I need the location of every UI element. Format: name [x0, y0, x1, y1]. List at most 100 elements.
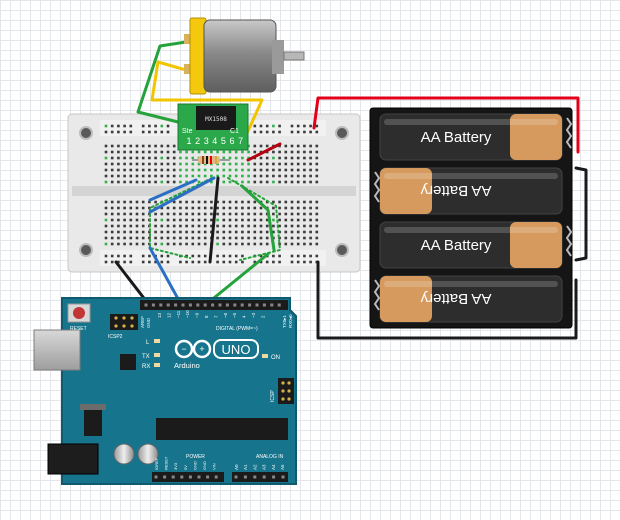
wire-green-arduino-2[interactable]	[240, 184, 276, 252]
breadboard-hole[interactable]	[123, 174, 126, 178]
breadboard-hole[interactable]	[172, 162, 176, 166]
breadboard-hole[interactable]	[253, 212, 257, 216]
breadboard-hole[interactable]	[166, 236, 170, 240]
breadboard-hole[interactable]	[228, 254, 232, 258]
breadboard-hole[interactable]	[272, 168, 275, 172]
breadboard-hole[interactable]	[104, 242, 108, 246]
breadboard-hole[interactable]	[203, 200, 207, 204]
breadboard-hole[interactable]	[315, 200, 319, 204]
breadboard-hole[interactable]	[110, 150, 114, 154]
breadboard-hole[interactable]	[160, 180, 164, 184]
breadboard-hole[interactable]	[309, 236, 312, 240]
breadboard-hole[interactable]	[296, 174, 300, 178]
wire-blue-arduino[interactable]	[148, 246, 184, 308]
breadboard-hole[interactable]	[309, 162, 312, 166]
breadboard-hole[interactable]	[259, 162, 263, 166]
usb-connector[interactable]	[33, 329, 81, 371]
breadboard-hole[interactable]	[185, 150, 188, 154]
breadboard-hole[interactable]	[197, 254, 201, 258]
breadboard-hole[interactable]	[290, 150, 294, 154]
breadboard-hole[interactable]	[160, 168, 164, 172]
breadboard-hole[interactable]	[228, 174, 232, 178]
breadboard-hole[interactable]	[172, 206, 176, 210]
header-pin[interactable]	[203, 303, 207, 307]
breadboard-hole[interactable]	[203, 168, 207, 172]
breadboard-hole[interactable]	[247, 162, 250, 166]
breadboard-hole[interactable]	[110, 130, 114, 134]
breadboard-hole[interactable]	[309, 180, 312, 184]
breadboard-hole[interactable]	[278, 206, 281, 210]
breadboard-hole[interactable]	[185, 174, 188, 178]
breadboard-hole[interactable]	[148, 144, 151, 148]
breadboard-hole[interactable]	[185, 168, 188, 172]
breadboard-hole[interactable]	[148, 206, 151, 210]
breadboard-hole[interactable]	[110, 156, 114, 160]
breadboard-hole[interactable]	[315, 218, 319, 222]
breadboard-hole[interactable]	[278, 230, 281, 234]
breadboard-hole[interactable]	[129, 156, 133, 160]
breadboard-hole[interactable]	[228, 260, 232, 264]
breadboard-hole[interactable]	[135, 212, 139, 216]
breadboard-hole[interactable]	[278, 180, 281, 184]
breadboard-hole[interactable]	[234, 200, 238, 204]
breadboard-hole[interactable]	[234, 168, 238, 172]
breadboard-hole[interactable]	[234, 150, 238, 154]
breadboard-hole[interactable]	[272, 260, 275, 264]
breadboard-hole[interactable]	[210, 150, 213, 154]
breadboard-hole[interactable]	[191, 218, 195, 222]
breadboard-hole[interactable]	[166, 124, 170, 128]
breadboard-hole[interactable]	[296, 144, 300, 148]
breadboard-hole[interactable]	[123, 156, 126, 160]
breadboard-hole[interactable]	[278, 200, 281, 204]
breadboard-hole[interactable]	[160, 162, 164, 166]
breadboard-hole[interactable]	[166, 174, 170, 178]
breadboard-hole[interactable]	[315, 168, 319, 172]
breadboard-hole[interactable]	[284, 206, 288, 210]
breadboard-hole[interactable]	[216, 242, 219, 246]
breadboard-hole[interactable]	[148, 124, 151, 128]
breadboard-hole[interactable]	[160, 254, 164, 258]
breadboard-hole[interactable]	[185, 180, 188, 184]
breadboard-hole[interactable]	[117, 174, 120, 178]
breadboard-hole[interactable]	[185, 200, 188, 204]
breadboard-hole[interactable]	[265, 156, 269, 160]
breadboard-hole[interactable]	[247, 174, 250, 178]
breadboard-hole[interactable]	[241, 206, 244, 210]
breadboard-hole[interactable]	[203, 218, 207, 222]
breadboard-hole[interactable]	[104, 218, 108, 222]
breadboard-hole[interactable]	[278, 144, 281, 148]
header-pin[interactable]	[174, 303, 178, 307]
breadboard-hole[interactable]	[123, 206, 126, 210]
header-pin[interactable]	[262, 303, 266, 307]
breadboard-hole[interactable]	[309, 144, 312, 148]
breadboard-hole[interactable]	[253, 130, 257, 134]
breadboard-hole[interactable]	[129, 242, 133, 246]
breadboard-hole[interactable]	[253, 150, 257, 154]
breadboard-hole[interactable]	[117, 124, 120, 128]
breadboard-hole[interactable]	[166, 254, 170, 258]
breadboard-hole[interactable]	[290, 200, 294, 204]
breadboard-hole[interactable]	[303, 124, 306, 128]
breadboard-hole[interactable]	[272, 206, 275, 210]
breadboard-hole[interactable]	[191, 242, 195, 246]
breadboard-hole[interactable]	[148, 156, 151, 160]
breadboard-hole[interactable]	[290, 254, 294, 258]
breadboard-hole[interactable]	[284, 218, 288, 222]
breadboard-hole[interactable]	[179, 236, 182, 240]
breadboard-hole[interactable]	[166, 206, 170, 210]
breadboard-hole[interactable]	[154, 224, 157, 228]
header-pin[interactable]	[233, 303, 237, 307]
breadboard-hole[interactable]	[141, 124, 145, 128]
breadboard-hole[interactable]	[179, 224, 182, 228]
breadboard-hole[interactable]	[141, 144, 145, 148]
breadboard-hole[interactable]	[290, 242, 294, 246]
breadboard-hole[interactable]	[259, 212, 263, 216]
breadboard-hole[interactable]	[222, 168, 226, 172]
breadboard-hole[interactable]	[160, 124, 164, 128]
breadboard-hole[interactable]	[104, 150, 108, 154]
breadboard-hole[interactable]	[303, 242, 306, 246]
breadboard-hole[interactable]	[197, 242, 201, 246]
breadboard-hole[interactable]	[296, 130, 300, 134]
breadboard-hole[interactable]	[278, 168, 281, 172]
